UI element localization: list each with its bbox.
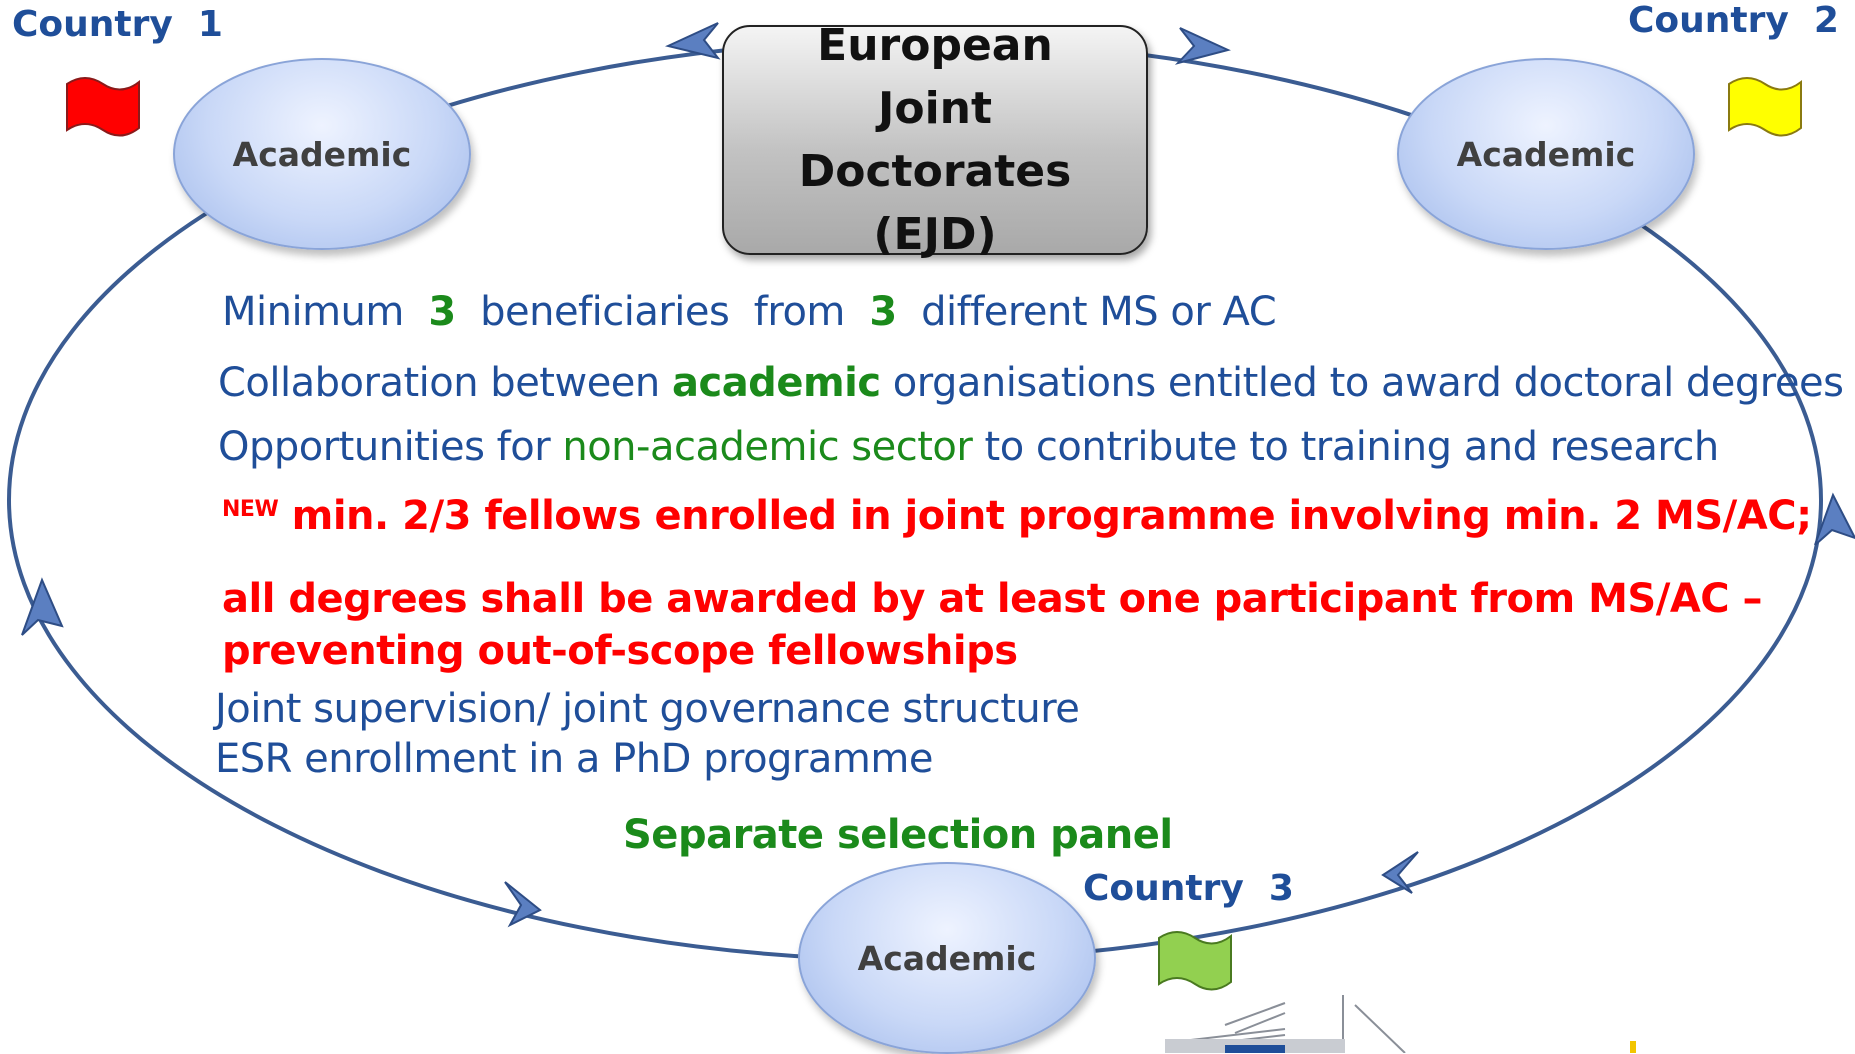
country-2-label: Country 2 (1628, 0, 1839, 41)
l2-b: academic (671, 360, 881, 406)
l1-b: beneficiaries from (455, 289, 870, 335)
eu-commission-logo-icon (1165, 995, 1636, 1053)
l2-c: organisations entitled to award doctoral… (880, 360, 1844, 406)
academic-node-1: Academic (173, 58, 471, 250)
ejd-title: European Joint Doctorates (EJD) (798, 20, 1072, 260)
line-out-of-scope: preventing out-of-scope fellowships (222, 628, 1018, 674)
l3-c: to contribute to training and research (972, 424, 1720, 470)
academic-node-3: Academic (798, 862, 1096, 1054)
l3-a: Opportunities for (218, 424, 563, 470)
arrowhead-top-left (664, 22, 721, 60)
l2-a: Collaboration between (218, 360, 672, 406)
l1-n1: 3 (428, 289, 456, 335)
academic-node-3-label: Academic (857, 938, 1037, 978)
academic-node-2: Academic (1397, 58, 1695, 250)
l1-n2: 3 (869, 289, 897, 335)
arrowhead-bottom-right (1381, 851, 1419, 894)
flag-red-icon (66, 77, 140, 137)
line-new-fellows: NEW min. 2/3 fellows enrolled in joint p… (222, 493, 1812, 539)
arrowhead-right (1814, 492, 1855, 546)
academic-node-1-label: Academic (232, 134, 412, 174)
flag-yellow-icon (1728, 77, 1802, 137)
arrowhead-bottom-left (504, 881, 542, 928)
line-opportunities: Opportunities for non-academic sector to… (218, 424, 1719, 470)
ejd-center-box: European Joint Doctorates (EJD) (722, 20, 1148, 260)
country-1-label: Country 1 (12, 4, 223, 45)
arrowhead-top-right (1174, 27, 1231, 65)
arrowhead-left (21, 577, 64, 636)
l4-text: min. 2/3 fellows enrolled in joint progr… (278, 493, 1812, 539)
line-joint-supervision: Joint supervision/ joint governance stru… (215, 686, 1080, 732)
line-collaboration: Collaboration between academic organisat… (218, 360, 1844, 406)
l1-a: Minimum (222, 289, 429, 335)
line-esr-enrollment: ESR enrollment in a PhD programme (215, 736, 933, 782)
l1-c: different MS or AC (896, 289, 1277, 335)
line-minimum-beneficiaries: Minimum 3 beneficiaries from 3 different… (222, 289, 1277, 335)
l3-b: non-academic sector (562, 424, 973, 470)
line-separate-selection: Separate selection panel (623, 812, 1173, 858)
line-all-degrees: all degrees shall be awarded by at least… (222, 576, 1763, 622)
country-3-label: Country 3 (1083, 868, 1294, 909)
new-tag: NEW (222, 497, 279, 522)
flag-green-icon (1158, 931, 1232, 991)
academic-node-2-label: Academic (1456, 134, 1636, 174)
